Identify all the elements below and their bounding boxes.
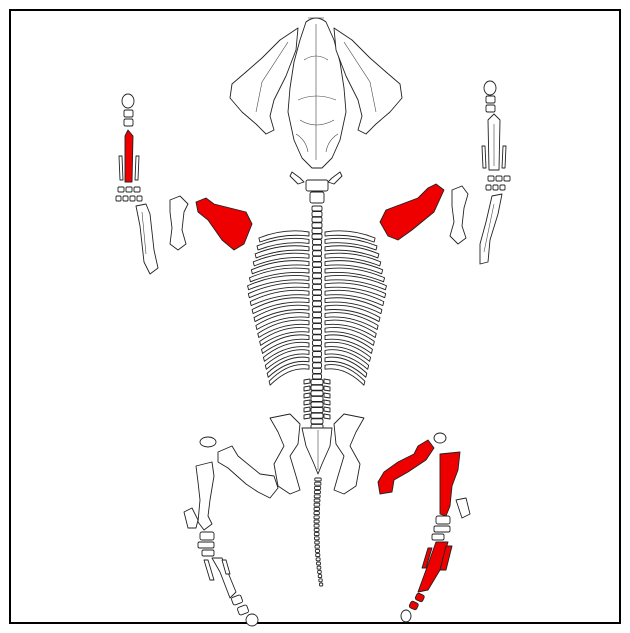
vertebra <box>311 391 323 396</box>
transverse-process <box>304 386 310 391</box>
vertebra <box>313 284 322 289</box>
vertebra <box>311 380 323 385</box>
left-metacarpal <box>125 130 133 182</box>
tail-vertebra <box>314 503 320 506</box>
vertebra <box>313 290 322 295</box>
left-humerus <box>196 198 252 250</box>
left-hindlimb <box>184 437 278 626</box>
transverse-process <box>304 400 310 405</box>
vertebra <box>313 363 322 368</box>
tail-vertebra <box>315 545 319 548</box>
tail-vertebra <box>316 558 320 561</box>
vertebra <box>313 273 322 278</box>
transverse-process <box>304 379 310 384</box>
vertebra <box>313 374 322 379</box>
vertebra <box>313 335 322 340</box>
vertebra <box>313 251 322 256</box>
transverse-process <box>324 407 330 412</box>
vertebra <box>312 234 322 239</box>
transverse-process <box>324 386 330 391</box>
vertebra <box>313 301 322 306</box>
vertebra <box>311 419 323 424</box>
vertebra <box>313 318 322 323</box>
left-forelimb <box>116 94 252 274</box>
vertebra <box>313 245 322 250</box>
vertebra <box>312 206 322 211</box>
vertebra <box>313 307 322 312</box>
vertebra <box>311 396 323 401</box>
tail-vertebra <box>314 495 320 498</box>
left-mandible <box>230 28 298 134</box>
vertebra <box>313 240 322 245</box>
tail-vertebra <box>314 512 319 515</box>
tail-vertebra <box>315 549 319 552</box>
tail-vertebra <box>315 486 321 489</box>
tail-vertebra <box>318 575 321 578</box>
vertebra <box>313 346 322 351</box>
vertebra <box>313 279 322 284</box>
vertebra <box>312 223 322 228</box>
vertebra <box>313 268 322 273</box>
vertebra <box>312 217 322 222</box>
vertebra <box>313 312 322 317</box>
transverse-process <box>324 393 330 398</box>
right-forelimb <box>380 81 510 264</box>
right-humerus <box>380 184 444 240</box>
tail-vertebra <box>315 537 320 540</box>
tail-vertebra <box>314 528 319 531</box>
tail-vertebra <box>315 541 319 544</box>
tail-vertebra <box>314 533 319 536</box>
vertebra <box>313 329 322 334</box>
right-hindlimb <box>378 433 470 622</box>
vertebra <box>313 368 322 373</box>
vertebra <box>312 228 322 233</box>
transverse-process <box>304 407 310 412</box>
tail-vertebra <box>320 583 323 586</box>
right-femur <box>378 440 434 494</box>
sacrum <box>302 428 332 474</box>
tail-vertebra <box>315 482 321 485</box>
vertebra <box>313 340 322 345</box>
tail-vertebra <box>318 570 322 573</box>
vertebra <box>313 256 322 261</box>
tail-vertebra <box>315 478 321 481</box>
left-ribs <box>248 231 309 385</box>
tail-vertebrae <box>314 478 323 586</box>
vertebra <box>313 357 322 362</box>
tail-vertebra <box>314 491 320 494</box>
vertebra <box>311 408 323 413</box>
transverse-process <box>304 414 310 419</box>
vertebra <box>311 402 323 407</box>
tail-vertebra <box>314 516 319 519</box>
tail-vertebra <box>317 562 321 565</box>
right-pelvis <box>334 414 364 494</box>
tail-vertebra <box>316 554 320 557</box>
vertebra <box>313 262 322 267</box>
vertebra <box>311 385 323 390</box>
tail-vertebra <box>317 566 321 569</box>
vertebra <box>311 413 323 418</box>
vertebra <box>313 324 322 329</box>
tail-vertebra <box>314 524 319 527</box>
vertebra <box>313 352 322 357</box>
transverse-process <box>324 379 330 384</box>
tail-vertebra <box>319 579 322 582</box>
transverse-process <box>324 414 330 419</box>
transverse-process <box>304 393 310 398</box>
right-ribs <box>325 231 386 385</box>
vertebra <box>312 212 322 217</box>
transverse-process <box>324 400 330 405</box>
tail-vertebra <box>314 520 319 523</box>
tail-vertebra <box>314 507 320 510</box>
vertebra <box>313 296 322 301</box>
atlas-axis <box>306 180 328 203</box>
right-tibia <box>440 452 460 516</box>
tail-vertebra <box>314 499 320 502</box>
